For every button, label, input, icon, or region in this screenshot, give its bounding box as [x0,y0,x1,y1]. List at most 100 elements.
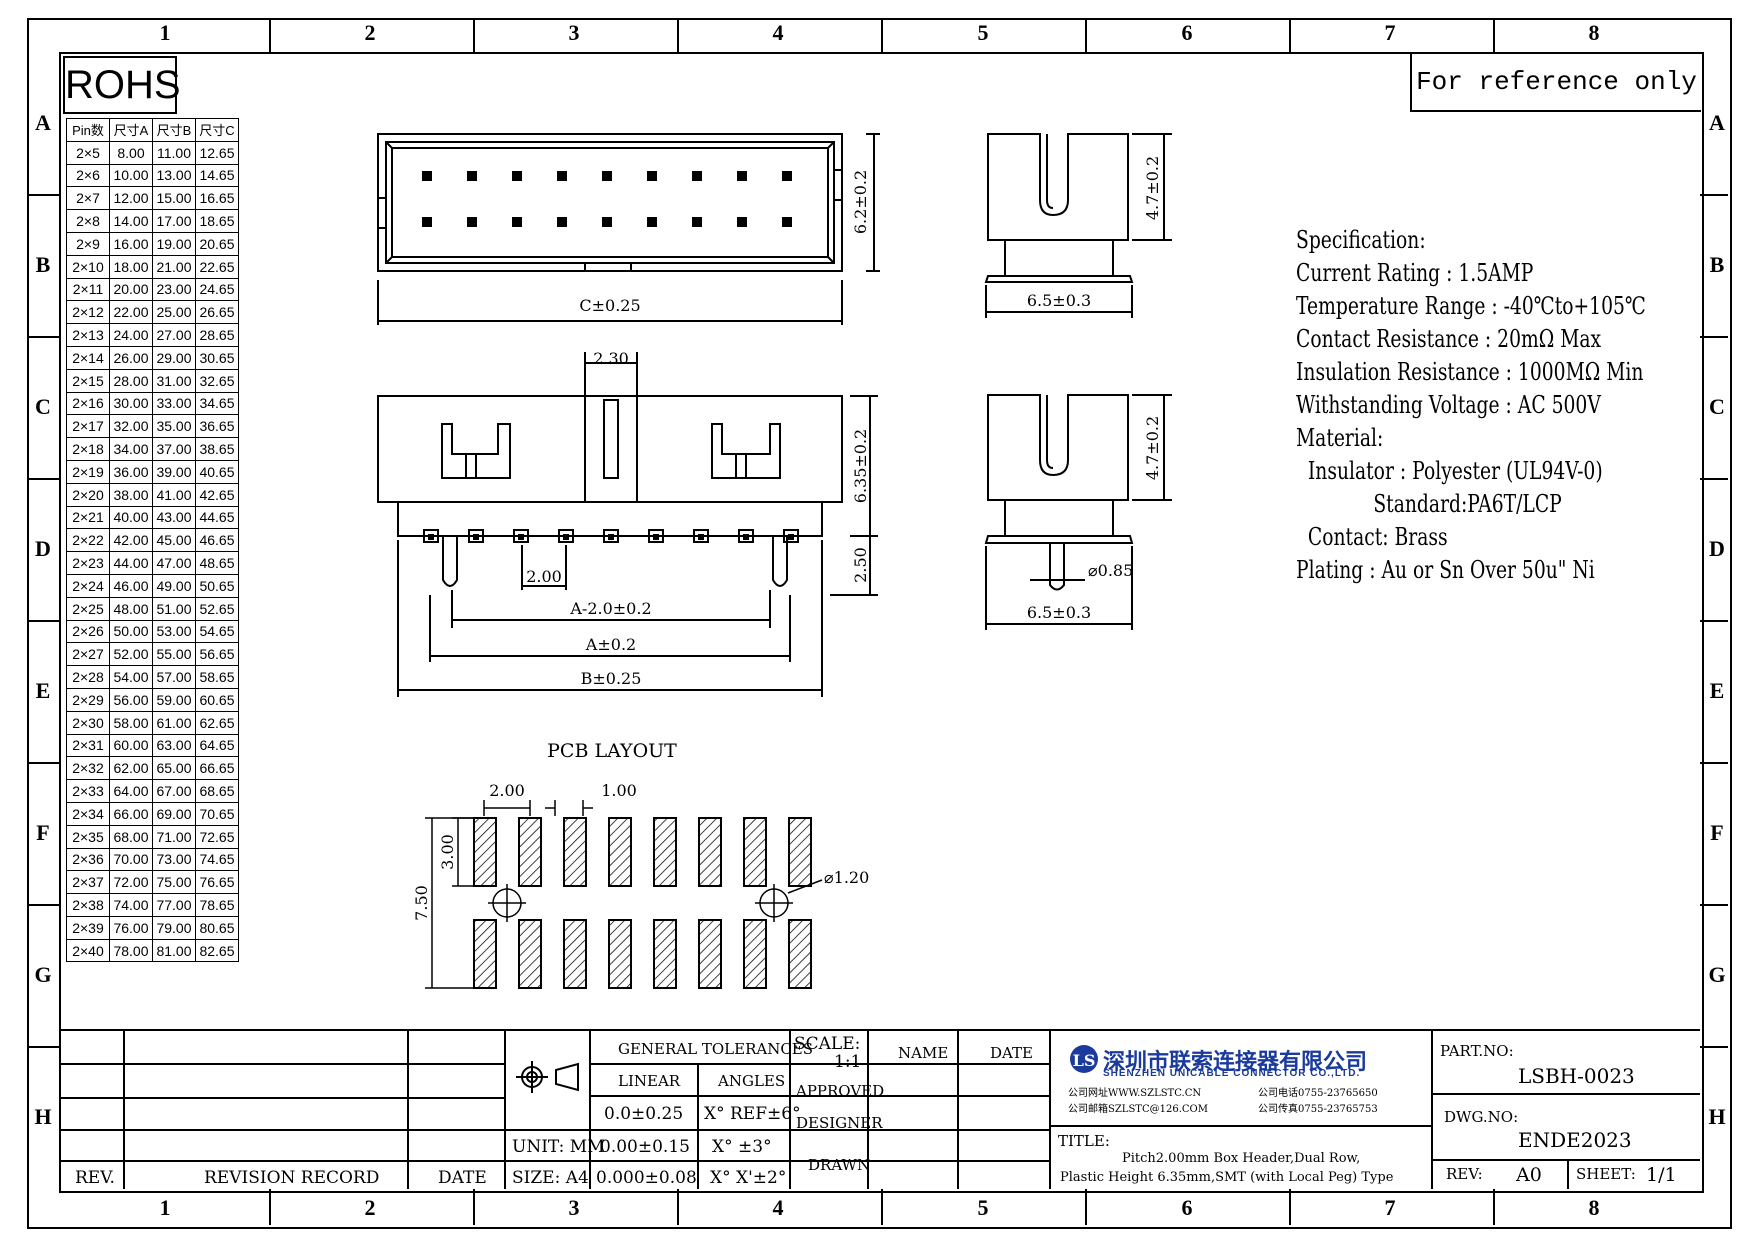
dimension-table-cell: 53.00 [152,619,196,644]
dimension-table-cell: 74.65 [195,847,239,872]
top-view [377,133,880,325]
zone-column-6-top: 6 [1181,20,1193,45]
zone-tick [1085,18,1087,52]
dimension-table-header: 尺寸A [109,118,153,142]
zone-tick [27,478,59,480]
dimension-table-cell: 2×8 [66,209,110,233]
smt-pin [738,529,754,543]
dimension-table-cell: 8.00 [109,140,153,165]
pcb-pad [608,817,632,887]
specification-line: Insulator : Polyester (UL94V-0) [1296,457,1603,485]
angles-label: ANGLES [718,1072,786,1090]
front-view [377,352,878,697]
zone-column-3-bottom: 3 [568,1195,580,1220]
designer-label: DESIGNER [796,1114,883,1132]
pcb-pad-width-label: 1.00 [601,781,637,800]
dimension-table-cell: 25.00 [152,300,196,325]
pcb-pad [653,919,677,989]
dim-top-height-label: 6.2±0.2 [851,170,870,234]
rev-label: REV: [1446,1165,1483,1183]
dimension-table-cell: 62.00 [109,756,153,781]
pin-square [692,217,702,227]
dimension-table-cell: 74.00 [109,893,153,917]
dimension-table-cell: 28.65 [195,323,239,347]
dim-side-top-height-label: 4.7±0.2 [1143,156,1162,220]
zone-tick [677,18,679,52]
dimension-table-cell: 18.65 [195,209,239,233]
pin-square [557,171,567,181]
zone-tick [1700,336,1728,338]
general-tolerances-label: GENERAL TOLERANCES [618,1040,814,1058]
zone-tick [1700,620,1728,622]
dimension-table-cell: 2×21 [66,505,110,530]
dimension-table-cell: 65.00 [152,756,196,781]
zone-tick [27,904,59,906]
dimension-table-cell: 26.65 [195,300,239,325]
dimension-table-cell: 71.00 [152,824,196,849]
zone-row-H-right: H [1708,1104,1726,1129]
zone-tick [27,1046,59,1048]
scale-label: SCALE: [794,1034,861,1054]
company-name-en: SHENZHEN UNICABLE CONNECTOR CO.,LTD. [1103,1068,1361,1079]
name-header: NAME [898,1044,949,1062]
pin-square [467,217,477,227]
dimension-table-cell: 79.00 [152,915,196,940]
pin-square [737,171,747,181]
drawn-label: DRAWN [808,1156,871,1174]
dimension-table-cell: 64.65 [195,733,239,758]
pcb-pitch-label: 2.00 [489,781,525,800]
title-label: TITLE: [1058,1132,1110,1150]
dimension-table-cell: 56.65 [195,642,239,667]
dimension-table-cell: 56.00 [109,687,153,712]
dimension-table-cell: 73.00 [152,847,196,872]
specification-line: Specification: [1296,226,1426,254]
dimension-table-cell: 2×40 [66,938,110,963]
pcb-pad [653,817,677,887]
zone-column-4-bottom: 4 [772,1195,784,1220]
outer-border [27,18,1732,1229]
pcb-layout-title: PCB LAYOUT [547,740,677,762]
dimension-table-header: Pin数 [66,118,110,142]
part-no-label: PART.NO: [1440,1042,1514,1060]
pin-square [782,217,792,227]
size-label: SIZE: A4 [512,1168,589,1188]
dimension-table-cell: 59.00 [152,687,196,712]
dimension-table-cell: 16.65 [195,186,239,211]
dimension-table-cell: 55.00 [152,642,196,667]
dimension-table-cell: 27.00 [152,323,196,347]
pin-square [512,171,522,181]
dimension-table-cell: 69.00 [152,801,196,826]
dimension-table-cell: 48.65 [195,551,239,575]
pin-square [512,217,522,227]
zone-row-A-right: A [1709,110,1725,135]
specification-line: Plating : Au or Sn Over 50u" Ni [1296,556,1595,584]
zone-row-C-right: C [1709,394,1725,419]
dimension-table-cell: 2×26 [66,619,110,644]
smt-pin-core [608,534,614,540]
dimension-table-cell: 26.00 [109,345,153,370]
zone-tick [881,1189,883,1225]
company-fax: 公司传真0755-23765753 [1258,1104,1378,1115]
dimension-table-cell: 68.65 [195,779,239,803]
specification-line: Contact Resistance : 20mΩ Max [1296,325,1602,353]
pcb-pad [788,919,812,989]
zone-column-7-bottom: 7 [1384,1195,1396,1220]
scale-value: 1:1 [834,1052,862,1072]
dim-front-height-label: 6.35±0.2 [851,429,870,503]
dimension-table-cell: 15.00 [152,186,196,211]
smt-pin-core [428,534,434,540]
dimension-table-cell: 39.00 [152,459,196,484]
smt-pin-core [563,534,569,540]
pcb-pad [788,817,812,887]
dimension-table-cell: 2×12 [66,300,110,325]
zone-column-8-top: 8 [1588,20,1600,45]
dimension-table-cell: 68.00 [109,824,153,849]
dimension-table-cell: 67.00 [152,779,196,803]
specification-line: Insulation Resistance : 1000MΩ Min [1296,358,1644,386]
